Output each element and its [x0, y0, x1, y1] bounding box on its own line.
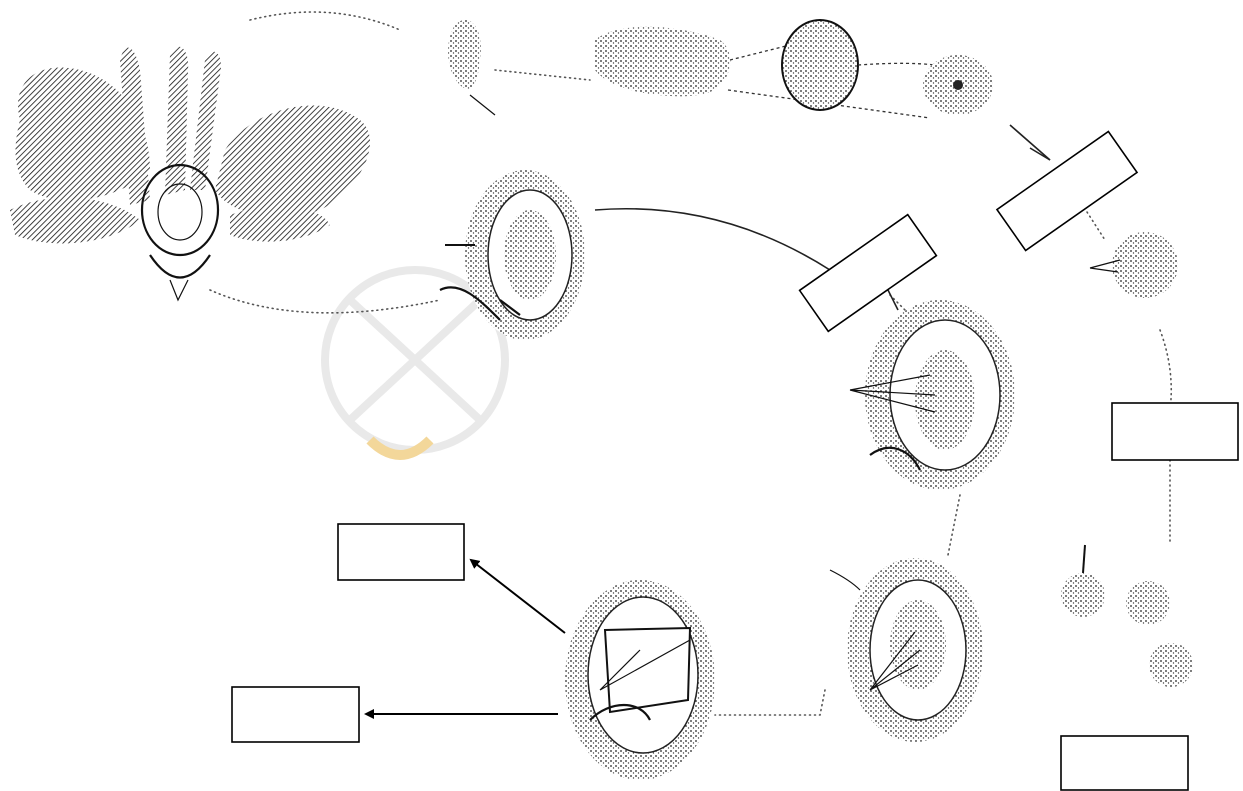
label-box-2[interactable]	[232, 687, 359, 742]
ovule-stage-2	[850, 300, 1015, 490]
label-box-5[interactable]	[1112, 403, 1238, 460]
flower-illustration	[10, 47, 370, 300]
arrow-to-box-1	[471, 560, 565, 633]
label-box-4[interactable]	[997, 132, 1137, 251]
ovule-stage-4	[565, 580, 715, 780]
label-box-1[interactable]	[338, 524, 464, 580]
label-box-6[interactable]	[1061, 736, 1188, 790]
ovule-stage-3	[830, 558, 983, 742]
top-stages	[448, 20, 993, 118]
